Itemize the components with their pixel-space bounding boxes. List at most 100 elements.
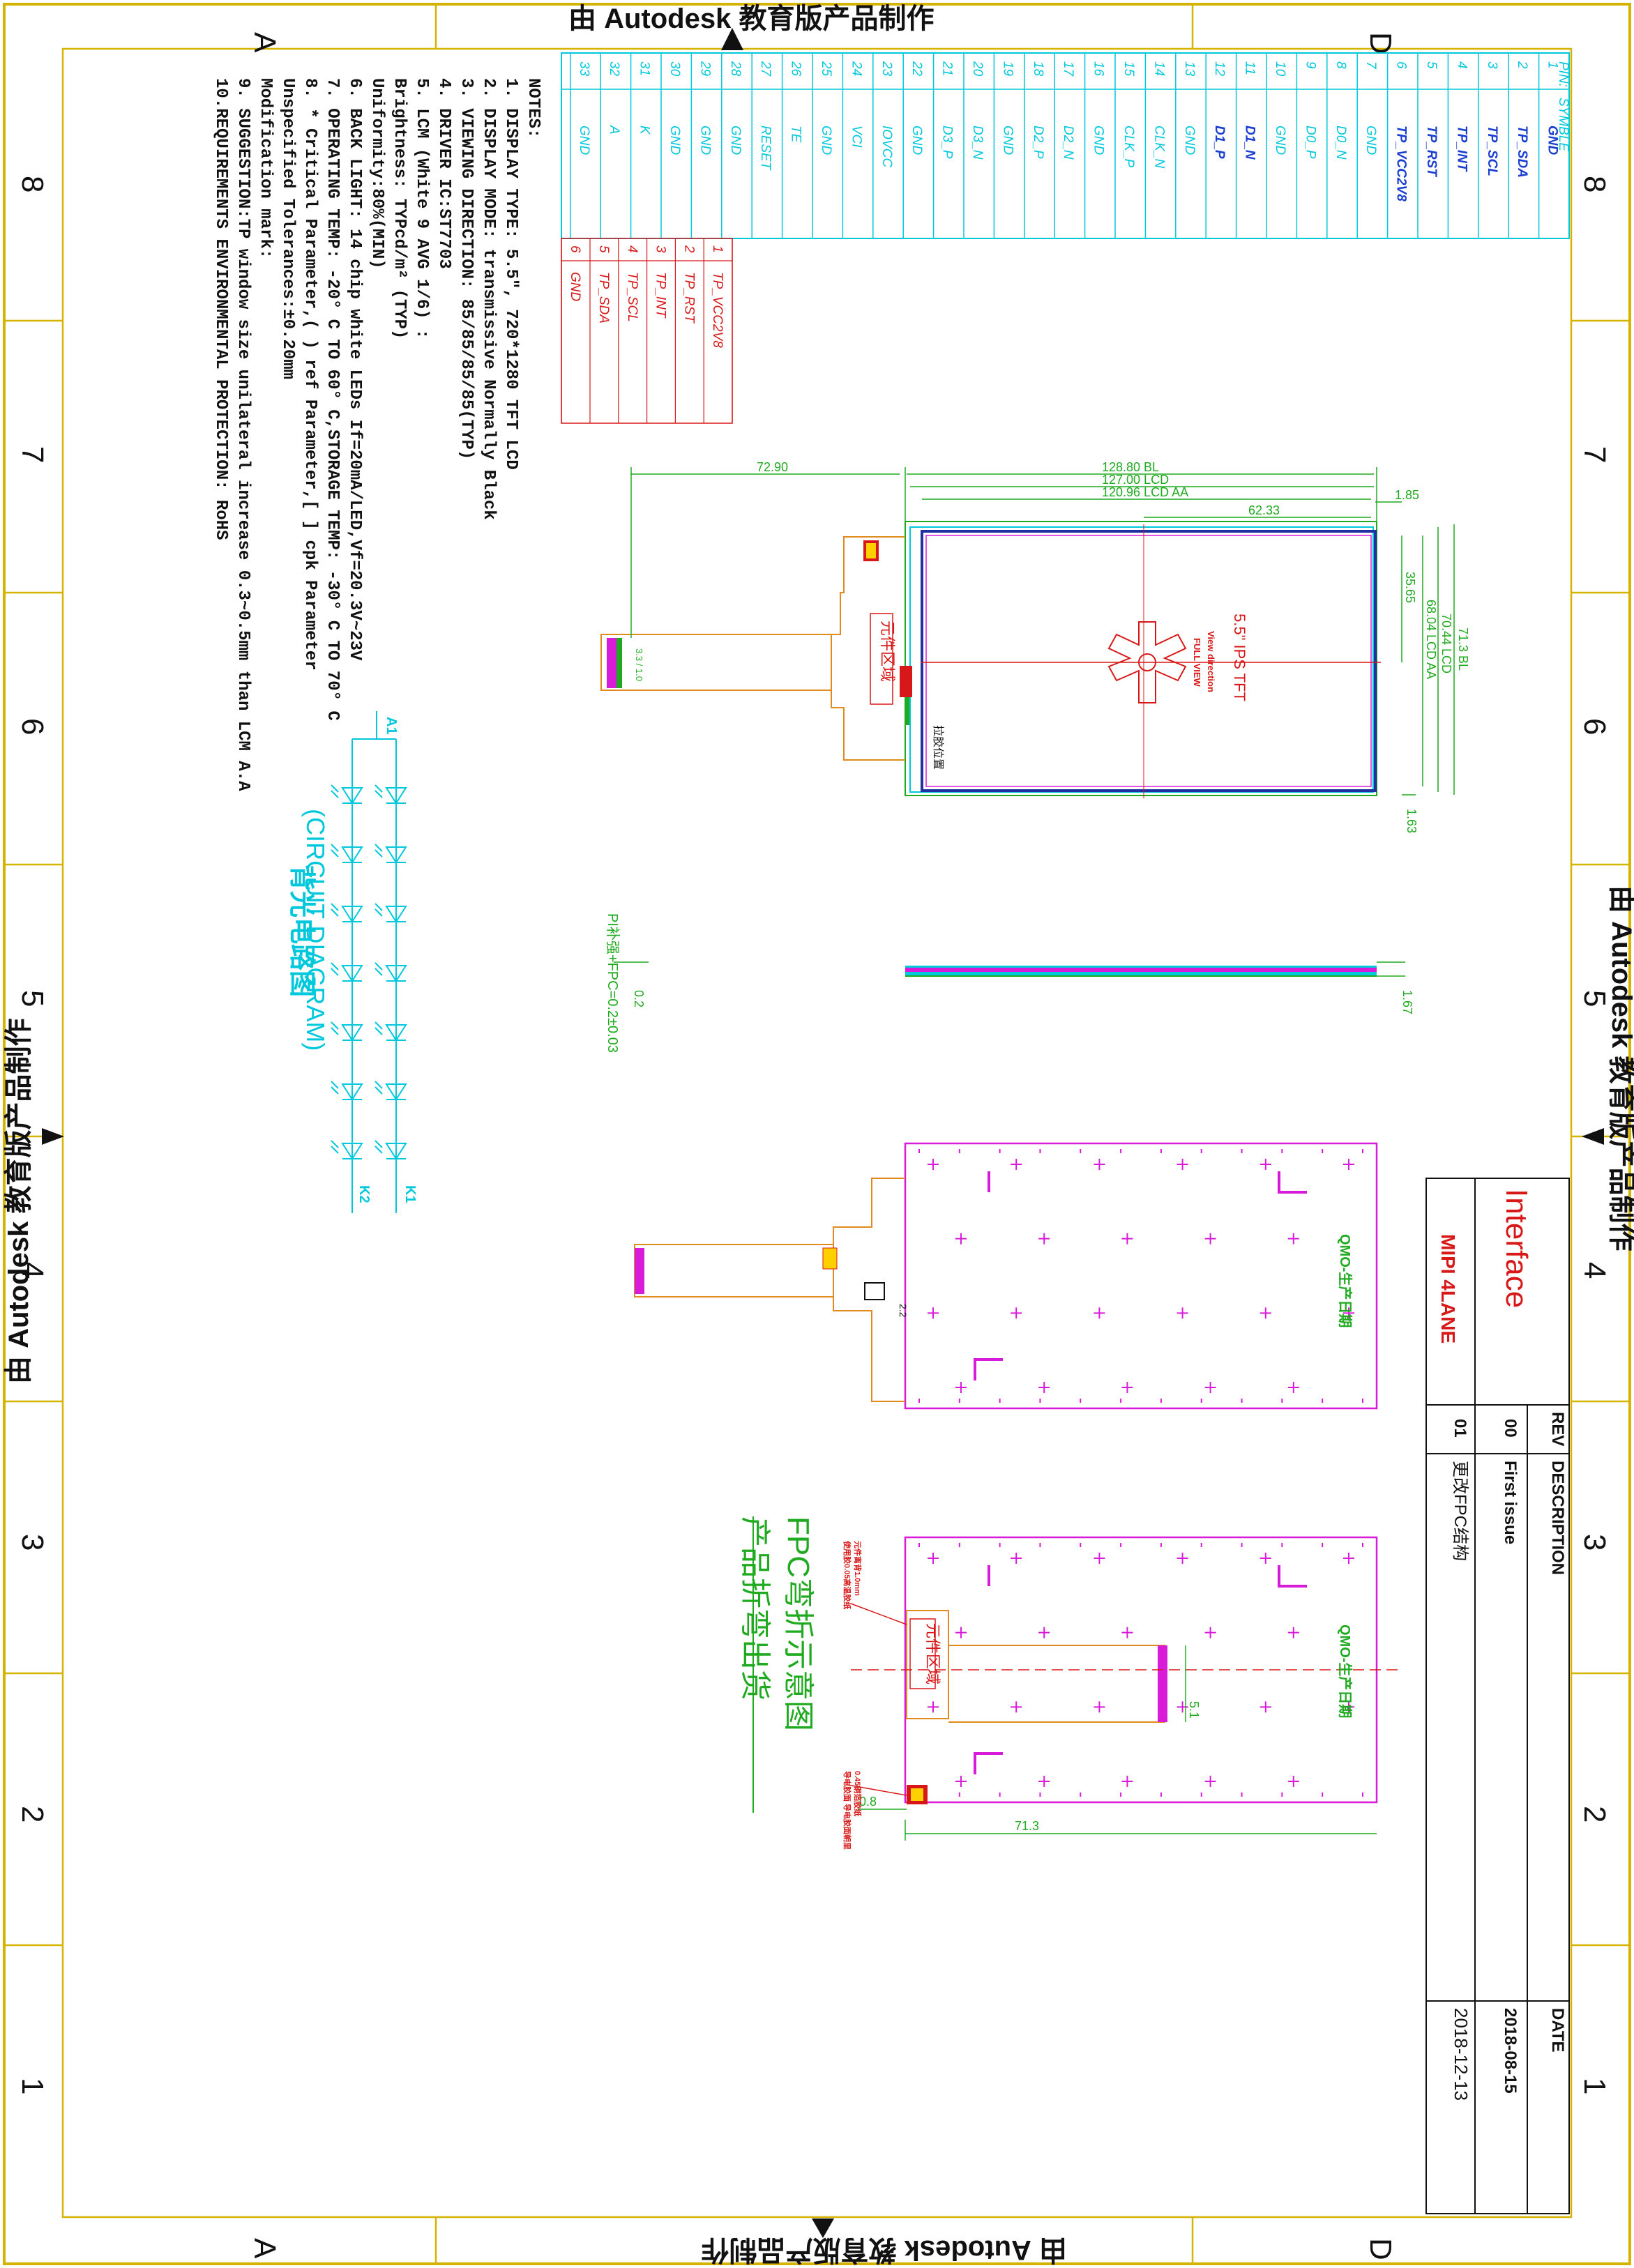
zone-arrow-top (721, 28, 743, 50)
pin-symbol: GND (1091, 125, 1106, 155)
front-view-full: FULL VIEW (1192, 638, 1202, 687)
back-dim-small: 2.2 (898, 1304, 909, 1318)
pin-symbol: VCI (849, 125, 863, 148)
note-line-5: 5. LCM (White 9 AVG 1/6) : (412, 78, 431, 340)
pin-symbol: GND (1000, 125, 1015, 155)
pin-symbol: D0_P (1303, 125, 1317, 159)
zone-arrow-left (42, 1128, 64, 1145)
note-line-7: Uniformity:80%(MIN) (368, 78, 386, 269)
pin-number: 6 (1394, 61, 1409, 69)
pi-note: PI补强+FPC=0.2±0.03 (605, 913, 621, 1053)
dim-aa-height: 68.04 LCD AA (1424, 600, 1438, 679)
led-diode (385, 965, 407, 982)
zone-col-8-left: 8 (15, 176, 50, 192)
pin-symbol: GND (909, 125, 924, 155)
watermark-left: 由 Autodesk 教育版产品制作 (3, 1019, 34, 1384)
note-line-12: Modification mark: (256, 78, 275, 259)
pin-number: 2 (1515, 61, 1529, 69)
pin-symbol: D0_N (1333, 125, 1348, 160)
pin-header-symbol: SYMBLE (1556, 98, 1571, 151)
zone-arrow-right (1582, 1128, 1604, 1145)
zone-col-8-right: 8 (1578, 176, 1612, 192)
pin-number: 4 (1454, 61, 1469, 69)
front-view-title: 5.5" IPS TFT (1231, 614, 1248, 701)
circuit-k1: K1 (402, 1185, 418, 1203)
pin-symbol: GND (1273, 125, 1287, 155)
bent-note-1: 元件离背1.0mm (853, 1541, 863, 1596)
led-diode (341, 1143, 363, 1160)
led-diode (341, 1083, 363, 1101)
pin-symbol: K (637, 125, 652, 135)
bent-title-1: FPC弯折示意图 (781, 1516, 815, 1731)
pin-number: 7 (1363, 61, 1378, 70)
pin-number: 19 (1000, 61, 1015, 77)
zone-col-7-left: 7 (15, 446, 50, 463)
watermark-bottom: 由 Autodesk 教育版产品制作 (702, 2235, 1067, 2265)
tp-pin-number: 2 (681, 245, 696, 253)
dim-bottom-offset: 1.63 (1405, 809, 1419, 833)
zone-col-3-left: 3 (15, 1534, 50, 1551)
tp-pin-symbol: TP_VCC2V8 (710, 272, 725, 348)
pin-number: 24 (849, 61, 863, 76)
pin-number: 8 (1333, 61, 1348, 69)
dim-top-offset: 1.85 (1395, 488, 1419, 502)
note-line-9: 7. OPERATING TEMP: -20° C TO 60° C,STORA… (323, 78, 342, 721)
led-diode (341, 787, 363, 805)
pin-number: 16 (1091, 61, 1106, 77)
zone-col-1-left: 1 (15, 2078, 50, 2094)
pin-symbol: D2_N (1061, 125, 1075, 160)
tp-pin-number: 3 (653, 245, 668, 253)
tp-table: 1TP_VCC2V82TP_RST3TP_INT4TP_SCL5TP_SDA6G… (561, 238, 733, 424)
tp-pin-number: 4 (625, 245, 640, 253)
bent-note-2: 使用胶0.05高温胶纸 (842, 1540, 852, 1609)
pin-symbol: GND (667, 125, 682, 155)
led-diode (385, 846, 407, 864)
bent-title-2: 产品折弯出货 (738, 1516, 772, 1700)
dim-bl-height: 71.3 BL (1456, 627, 1470, 671)
pin-number: 17 (1061, 61, 1075, 77)
pin-number: 12 (1212, 61, 1227, 77)
pin-number: 14 (1151, 61, 1166, 76)
desc-row-0: First issue (1501, 1461, 1520, 1544)
led-diode (341, 1024, 363, 1042)
pin-symbol: TP_SCL (1485, 125, 1499, 176)
zone-arrow-bottom (812, 2218, 834, 2238)
circuit-title-en: (CIRCUIT DIAGRAM) (301, 809, 330, 1051)
pin-symbol: IOVCC (879, 125, 894, 167)
pin-symbol: GND (1545, 125, 1560, 155)
watermark-top: 由 Autodesk 教育版产品制作 (568, 3, 934, 34)
note-line-14: 10.REQUIREMENTS ENVIRONMENTAL PROTECTION… (211, 78, 230, 540)
zone-col-6-left: 6 (15, 718, 50, 735)
tp-pin-symbol: GND (568, 272, 582, 302)
notes-heading: NOTES: (524, 78, 543, 139)
zone-label-a-bottom: A (248, 2238, 282, 2259)
pin-symbol: TP_VCC2V8 (1394, 125, 1409, 201)
dim-bl-width: 128.80 BL (1102, 460, 1159, 474)
bent-dim-height: 5.1 (1187, 1701, 1201, 1719)
zone-label-d-bottom: D (1363, 2238, 1398, 2260)
header-rev: REV (1548, 1412, 1567, 1446)
fpc-connector-dims: 3.3 / 1.0 (634, 648, 644, 681)
pin-symbol: TP_SDA (1515, 125, 1529, 178)
note-line-10: 8. * Critical Parameter,( ) ref Paramete… (301, 78, 319, 671)
note-line-3: 3. VIEWING DIRECTION: 85/85/85/85(TYP) (457, 78, 476, 460)
led-diode (385, 1083, 407, 1101)
pin-symbol: GND (1182, 125, 1197, 155)
pin-number: 20 (970, 61, 985, 77)
pin-number: 29 (697, 61, 712, 77)
pin-symbol: CLK_N (1151, 125, 1166, 169)
front-component-area: 元件区域 (879, 621, 896, 682)
pin-symbol: A (607, 125, 621, 135)
pin-symbol: D2_P (1031, 125, 1045, 159)
pin-number: 25 (819, 61, 833, 77)
pin-symbol: TP_INT (1454, 125, 1469, 172)
note-line-6: Brightness: TYPcd/m² (TYP) (390, 78, 409, 340)
pin-symbol: TE (789, 125, 803, 143)
dim-lcd-height: 70.44 LCD (1439, 614, 1453, 673)
date-row-1: 2018-12-13 (1451, 2008, 1472, 2101)
tp-pin-symbol: TP_RST (681, 272, 696, 324)
pin-number: 23 (879, 61, 894, 77)
pin-number: 13 (1182, 61, 1197, 77)
